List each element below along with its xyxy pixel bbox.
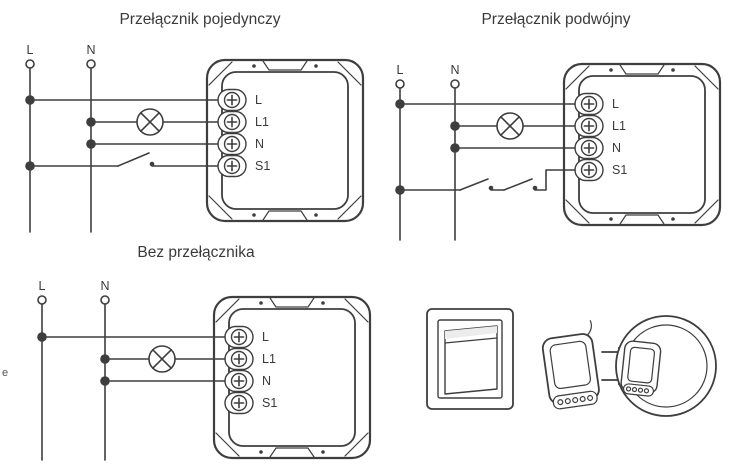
wires bbox=[395, 99, 576, 195]
power-lines: L N bbox=[25, 43, 96, 233]
diagram-single-switch: Przełącznik pojedynczy L N bbox=[25, 11, 363, 233]
mounting-box bbox=[615, 315, 717, 417]
l-terminal-circle bbox=[395, 79, 405, 89]
junction-dot bbox=[395, 185, 405, 195]
junction-dot bbox=[395, 99, 405, 109]
terminal-labels: L L1 N S1 bbox=[262, 330, 277, 410]
n-terminal-circle bbox=[86, 59, 96, 69]
wires bbox=[25, 95, 219, 171]
diagram-no-switch: Bez przełącznika e L N L L1 N S1 bbox=[2, 244, 370, 461]
n-wire-label: N bbox=[86, 43, 95, 57]
l-terminal-circle bbox=[25, 59, 35, 69]
n-wire-label: N bbox=[100, 279, 109, 293]
diagram-title: Przełącznik pojedynczy bbox=[119, 11, 280, 28]
terminal-label-l1: L1 bbox=[255, 115, 269, 129]
terminal-label-l: L bbox=[255, 93, 262, 107]
relay-module bbox=[564, 64, 720, 225]
terminal-label-n: N bbox=[612, 141, 621, 155]
rocker bbox=[444, 325, 498, 395]
terminal-label-s1: S1 bbox=[262, 396, 277, 410]
switch-icon bbox=[29, 152, 219, 167]
power-lines: L N bbox=[395, 63, 460, 241]
junction-dot bbox=[37, 332, 47, 342]
antenna-wire bbox=[586, 320, 592, 336]
wires bbox=[37, 332, 226, 386]
diagram-title: Przełącznik podwójny bbox=[481, 11, 630, 28]
terminal-labels: L L1 N S1 bbox=[612, 97, 627, 177]
n-wire-label: N bbox=[450, 63, 459, 77]
relay-module-3d bbox=[541, 320, 600, 410]
junction-dot bbox=[100, 354, 110, 364]
terminal-label-l1: L1 bbox=[262, 352, 276, 366]
relay-module bbox=[207, 60, 363, 221]
junction-dot bbox=[25, 161, 35, 171]
double-switch-icon bbox=[399, 169, 576, 191]
lamp-icon bbox=[496, 112, 524, 140]
l-terminal-circle bbox=[37, 295, 47, 305]
terminal-label-l: L bbox=[262, 330, 269, 344]
lamp-icon bbox=[136, 108, 164, 136]
wall-switch-plate bbox=[426, 308, 514, 410]
l-wire-label: L bbox=[39, 279, 46, 293]
diagram-double-switch: Przełącznik podwójny L N bbox=[395, 11, 720, 241]
diagram-title: Bez przełącznika bbox=[137, 244, 255, 261]
terminal-labels: L L1 N S1 bbox=[255, 93, 270, 173]
terminal-label-n: N bbox=[255, 137, 264, 151]
terminal-label-n: N bbox=[262, 374, 271, 388]
power-lines: L N bbox=[37, 279, 110, 461]
terminal-label-s1: S1 bbox=[255, 159, 270, 173]
relay-module bbox=[214, 297, 370, 458]
junction-dot bbox=[450, 143, 460, 153]
junction-dot bbox=[86, 139, 96, 149]
lamp-icon bbox=[148, 345, 176, 373]
junction-dot bbox=[450, 121, 460, 131]
terminal-label-s1: S1 bbox=[612, 163, 627, 177]
terminal-label-l: L bbox=[612, 97, 619, 111]
installation-illustration bbox=[426, 308, 717, 417]
junction-dot bbox=[86, 117, 96, 127]
l-wire-label: L bbox=[27, 43, 34, 57]
module-in-box bbox=[620, 340, 662, 397]
edge-text-fragment: e bbox=[2, 367, 8, 379]
rocker-top-face bbox=[445, 326, 497, 339]
terminal-label-l1: L1 bbox=[612, 119, 626, 133]
n-terminal-circle bbox=[450, 79, 460, 89]
l-wire-label: L bbox=[397, 63, 404, 77]
junction-dot bbox=[25, 95, 35, 105]
junction-dot bbox=[100, 376, 110, 386]
n-terminal-circle bbox=[100, 295, 110, 305]
